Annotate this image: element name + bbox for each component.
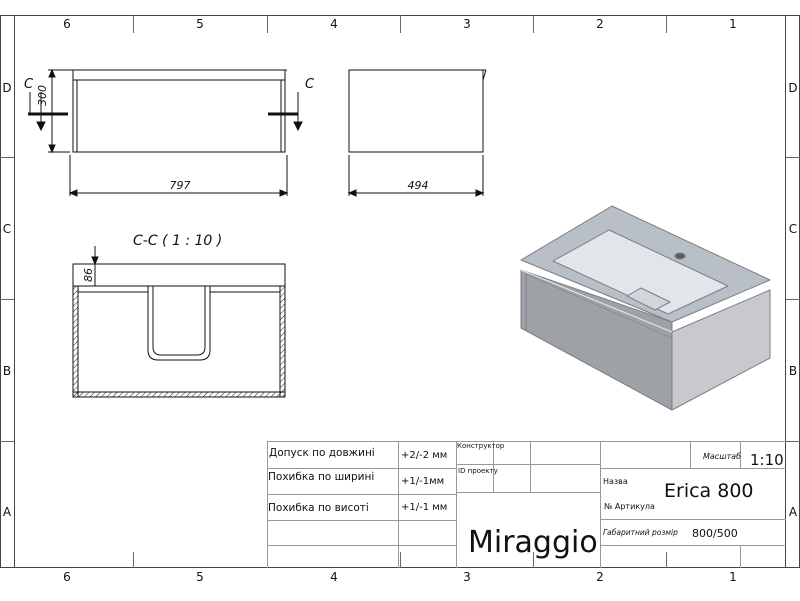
zone-right-c: C — [789, 222, 797, 236]
scale-value: 1:10 — [750, 451, 784, 469]
section-view — [72, 246, 286, 398]
zone-top-4: 4 — [330, 17, 338, 31]
zone-left-d: D — [2, 81, 11, 95]
side-depth-dimension: 494 — [408, 179, 429, 192]
front-width-dimension: 797 — [170, 179, 191, 192]
zone-left-b: B — [3, 364, 11, 378]
error-height-label: Похибка по висоті — [268, 502, 369, 514]
zone-left-c: C — [3, 222, 11, 236]
designer-label: Конструктор — [457, 442, 505, 450]
title-block-grid — [267, 441, 786, 568]
zone-bottom-4: 4 — [330, 570, 338, 584]
section-title: C-C ( 1 : 10 ) — [133, 233, 222, 249]
zone-top-6: 6 — [63, 17, 71, 31]
zone-bottom-2: 2 — [596, 570, 604, 584]
front-section-mark-left: C — [24, 77, 34, 92]
tolerance-length-value: +2/-2 мм — [401, 450, 447, 461]
product-name: Erica 800 — [664, 480, 754, 502]
scale-label: Масштаб — [703, 452, 741, 461]
zone-top-2: 2 — [596, 17, 604, 31]
error-width-value: +1/-1мм — [401, 476, 444, 487]
zone-top-1: 1 — [729, 17, 737, 31]
front-view — [28, 68, 303, 197]
zone-top-3: 3 — [463, 17, 471, 31]
error-width-label: Похибка по ширині — [268, 471, 374, 483]
zone-right-d: D — [788, 81, 797, 95]
zone-right-b: B — [789, 364, 797, 378]
article-label: № Артикула — [604, 502, 655, 511]
zone-top-5: 5 — [196, 17, 204, 31]
error-height-value: +1/-1 мм — [401, 502, 447, 513]
company-name: Miraggio — [468, 525, 598, 560]
project-id-label: ID проекту — [458, 467, 498, 475]
zone-bottom-3: 3 — [463, 570, 471, 584]
zone-left-a: A — [3, 505, 12, 519]
isometric-vanity-model — [520, 205, 771, 411]
dimensions-value: 800/500 — [692, 527, 738, 540]
model-front-face — [520, 269, 673, 411]
zone-bottom-1: 1 — [729, 570, 737, 584]
section-basin-dimension: 86 — [82, 268, 95, 282]
zone-bottom-5: 5 — [196, 570, 204, 584]
tolerance-length-label: Допуск по довжині — [269, 447, 375, 459]
zone-bottom-6: 6 — [63, 570, 71, 584]
faucet-hole-icon — [674, 252, 686, 260]
side-view — [347, 69, 487, 197]
name-label: Назва — [603, 477, 628, 486]
front-section-mark-right: C — [305, 77, 315, 92]
zone-right-a: A — [789, 505, 798, 519]
model-drain-slot — [626, 287, 671, 311]
zone-separators — [0, 15, 800, 568]
front-height-dimension: 300 — [36, 85, 49, 106]
dimensions-label: Габаритний розмір — [603, 528, 678, 537]
